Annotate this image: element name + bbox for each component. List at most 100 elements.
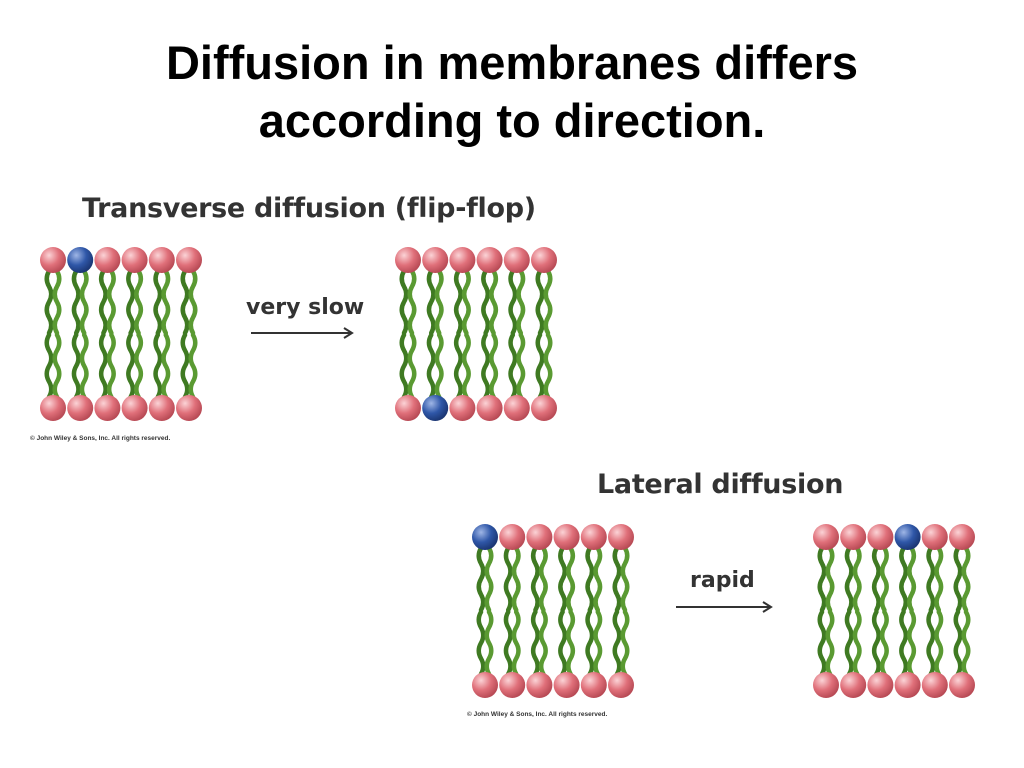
lipid-tail-icon [503, 545, 513, 613]
lipid-head-icon [94, 247, 121, 273]
lipid-tail-icon [879, 609, 889, 677]
lipid-head-icon [921, 524, 948, 550]
lipid-tail-icon [844, 545, 854, 613]
lipid-tail-icon [180, 268, 190, 336]
lipid-head-icon [553, 524, 580, 550]
lateral-copyright: © John Wiley & Sons, Inc. All rights res… [467, 711, 608, 718]
lipid-tail-icon [134, 332, 144, 400]
lipid-tail-icon [899, 545, 909, 613]
lipid-tail-icon [817, 609, 827, 677]
lipid-tail-icon [476, 609, 486, 677]
lipid-tail-icon [530, 545, 540, 613]
lipid-tail-icon [530, 609, 540, 677]
lipid-tail-icon [566, 609, 576, 677]
lipid-head-icon [148, 247, 175, 273]
lipid-tail-icon [489, 332, 499, 400]
lipid-head-icon [499, 524, 526, 550]
lipid-tail-icon [535, 268, 545, 336]
lipid-head-icon [67, 395, 94, 421]
lipid-tail-icon [585, 545, 595, 613]
lipid-tail-icon [106, 332, 116, 400]
lipid-head-icon [553, 672, 580, 698]
lipid-tail-icon [852, 609, 862, 677]
blue-lipid-head-icon [67, 247, 94, 273]
lipid-tail-icon [953, 609, 963, 677]
lateral-before-bilayer [472, 524, 634, 698]
lipid-head-icon [867, 524, 894, 550]
lipid-tail-icon [503, 609, 513, 677]
lipid-tail-icon [593, 609, 603, 677]
lateral-arrow-icon [676, 601, 773, 613]
lipid-tail-icon [71, 268, 81, 336]
transverse-before-bilayer [40, 247, 202, 421]
lipid-head-icon [949, 672, 975, 698]
blue-lipid-head-icon [894, 524, 921, 550]
lipid-head-icon [580, 672, 607, 698]
lipid-tail-icon [620, 609, 630, 677]
lipid-tail-icon [825, 609, 835, 677]
lipid-tail-icon [79, 268, 89, 336]
lipid-head-icon [476, 247, 503, 273]
lipid-tail-icon [98, 268, 108, 336]
lipid-tail-icon [558, 545, 568, 613]
lipid-tail-icon [516, 332, 526, 400]
lipid-tail-icon [453, 332, 463, 400]
lipid-head-icon [894, 672, 921, 698]
lipid-head-icon [148, 395, 175, 421]
lipid-tail-icon [153, 332, 163, 400]
lipid-head-icon [176, 247, 202, 273]
lipid-tail-icon [407, 332, 417, 400]
lipid-tail-icon [453, 268, 463, 336]
lipid-head-icon [499, 672, 526, 698]
lipid-tail-icon [489, 268, 499, 336]
lipid-tail-icon [907, 545, 917, 613]
transverse-copyright: © John Wiley & Sons, Inc. All rights res… [30, 435, 171, 442]
lipid-tail-icon [538, 545, 548, 613]
lipid-tail-icon [44, 332, 54, 400]
lipid-tail-icon [106, 268, 116, 336]
lipid-tail-icon [180, 332, 190, 400]
lipid-tail-icon [844, 609, 854, 677]
lipid-head-icon [472, 672, 498, 698]
lipid-tail-icon [461, 332, 471, 400]
lipid-head-icon [921, 672, 948, 698]
lipid-tail-icon [426, 332, 436, 400]
lipid-tail-icon [543, 332, 553, 400]
lipid-tail-icon [434, 268, 444, 336]
lipid-head-icon [608, 672, 634, 698]
lipid-tail-icon [535, 332, 545, 400]
lipid-tail-icon [98, 332, 108, 400]
lipid-tail-icon [852, 545, 862, 613]
transverse-diffusion-title: Transverse diffusion (flip-flop) [82, 193, 536, 224]
slide-title: Diffusion in membranes differs according… [0, 34, 1024, 150]
slide-title-line1: Diffusion in membranes differs [165, 36, 859, 89]
lipid-tail-icon [899, 609, 909, 677]
lipid-tail-icon [825, 545, 835, 613]
lipid-tail-icon [612, 545, 622, 613]
lipid-tail-icon [52, 332, 62, 400]
lipid-tail-icon [476, 545, 486, 613]
lipid-tail-icon [879, 545, 889, 613]
lipid-tail-icon [511, 609, 521, 677]
lipid-tail-icon [593, 545, 603, 613]
lipid-tail-icon [161, 268, 171, 336]
lipid-tail-icon [188, 268, 198, 336]
lipid-tail-icon [961, 545, 971, 613]
lipid-tail-icon [926, 609, 936, 677]
slide-title-line2: according to direction. [258, 94, 766, 147]
lipid-head-icon [94, 395, 121, 421]
lipid-tail-icon [871, 545, 881, 613]
lipid-tail-icon [161, 332, 171, 400]
lipid-tail-icon [953, 545, 963, 613]
lipid-tail-icon [52, 268, 62, 336]
lipid-head-icon [949, 524, 975, 550]
lipid-tail-icon [153, 268, 163, 336]
lipid-tail-icon [585, 609, 595, 677]
lipid-head-icon [476, 395, 503, 421]
lipid-head-icon [449, 247, 476, 273]
lipid-tail-icon [484, 545, 494, 613]
lipid-tail-icon [538, 609, 548, 677]
lipid-tail-icon [871, 609, 881, 677]
lipid-tail-icon [508, 268, 518, 336]
blue-lipid-head-icon [472, 524, 498, 550]
